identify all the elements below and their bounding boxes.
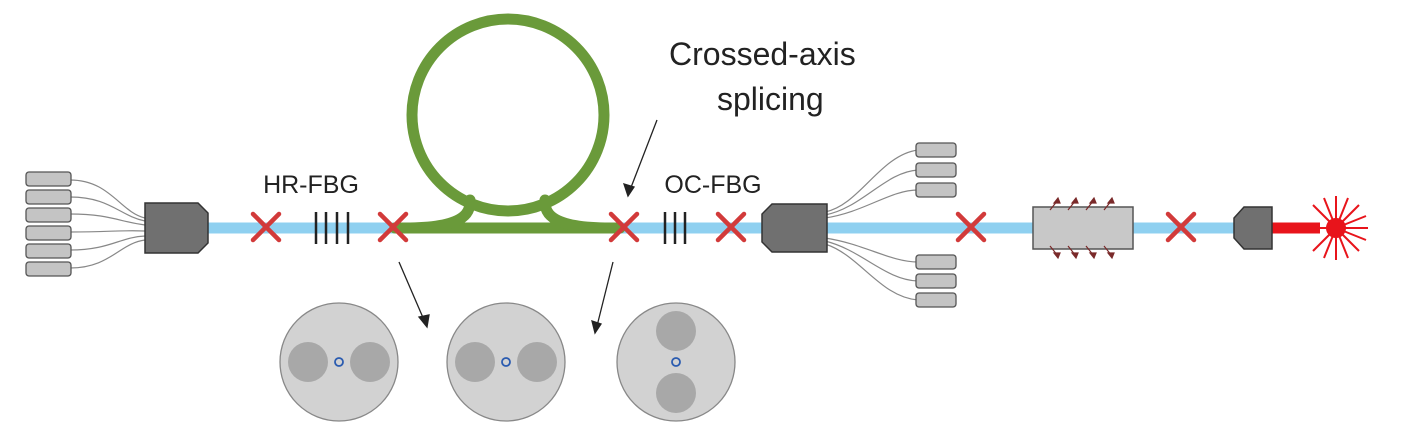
pointer-arrows — [398, 119, 658, 335]
isolator — [1032, 196, 1134, 260]
splice-mark-3 — [608, 211, 640, 243]
splice-mark-6 — [1165, 211, 1197, 243]
splice-mark-2 — [377, 211, 409, 243]
cross-section-arrow-2 — [596, 261, 614, 327]
pump-combiner-right — [761, 203, 828, 253]
output-collimator — [1233, 206, 1273, 250]
pump-combiner-left — [144, 202, 209, 254]
output-laser-burst — [1304, 196, 1368, 260]
hr-fbg — [314, 212, 350, 244]
cross-section-arrow-1 — [398, 261, 425, 321]
splice-mark-5 — [955, 211, 987, 243]
hr-fbg-label: HR-FBG — [263, 171, 359, 199]
splice-marks — [250, 211, 1197, 243]
splice-mark-1 — [250, 211, 282, 243]
pump-fiber-bundle-left — [25, 171, 146, 277]
gain-fiber-loop — [389, 13, 626, 234]
pump-fiber-bundle-right — [824, 142, 957, 308]
oc-fbg — [663, 212, 687, 244]
oc-fbg-label: OC-FBG — [664, 171, 761, 199]
pm-fiber-section-3 — [616, 302, 736, 422]
splice-mark-4 — [715, 211, 747, 243]
pm-fiber-section-1 — [279, 302, 399, 422]
pm-fiber-section-2 — [446, 302, 566, 422]
splice-pointer-arrow — [629, 119, 658, 191]
crossed-axis-splicing-label-line1: Crossed-axis — [669, 36, 856, 72]
crossed-axis-splicing-label-line2: splicing — [717, 81, 824, 117]
